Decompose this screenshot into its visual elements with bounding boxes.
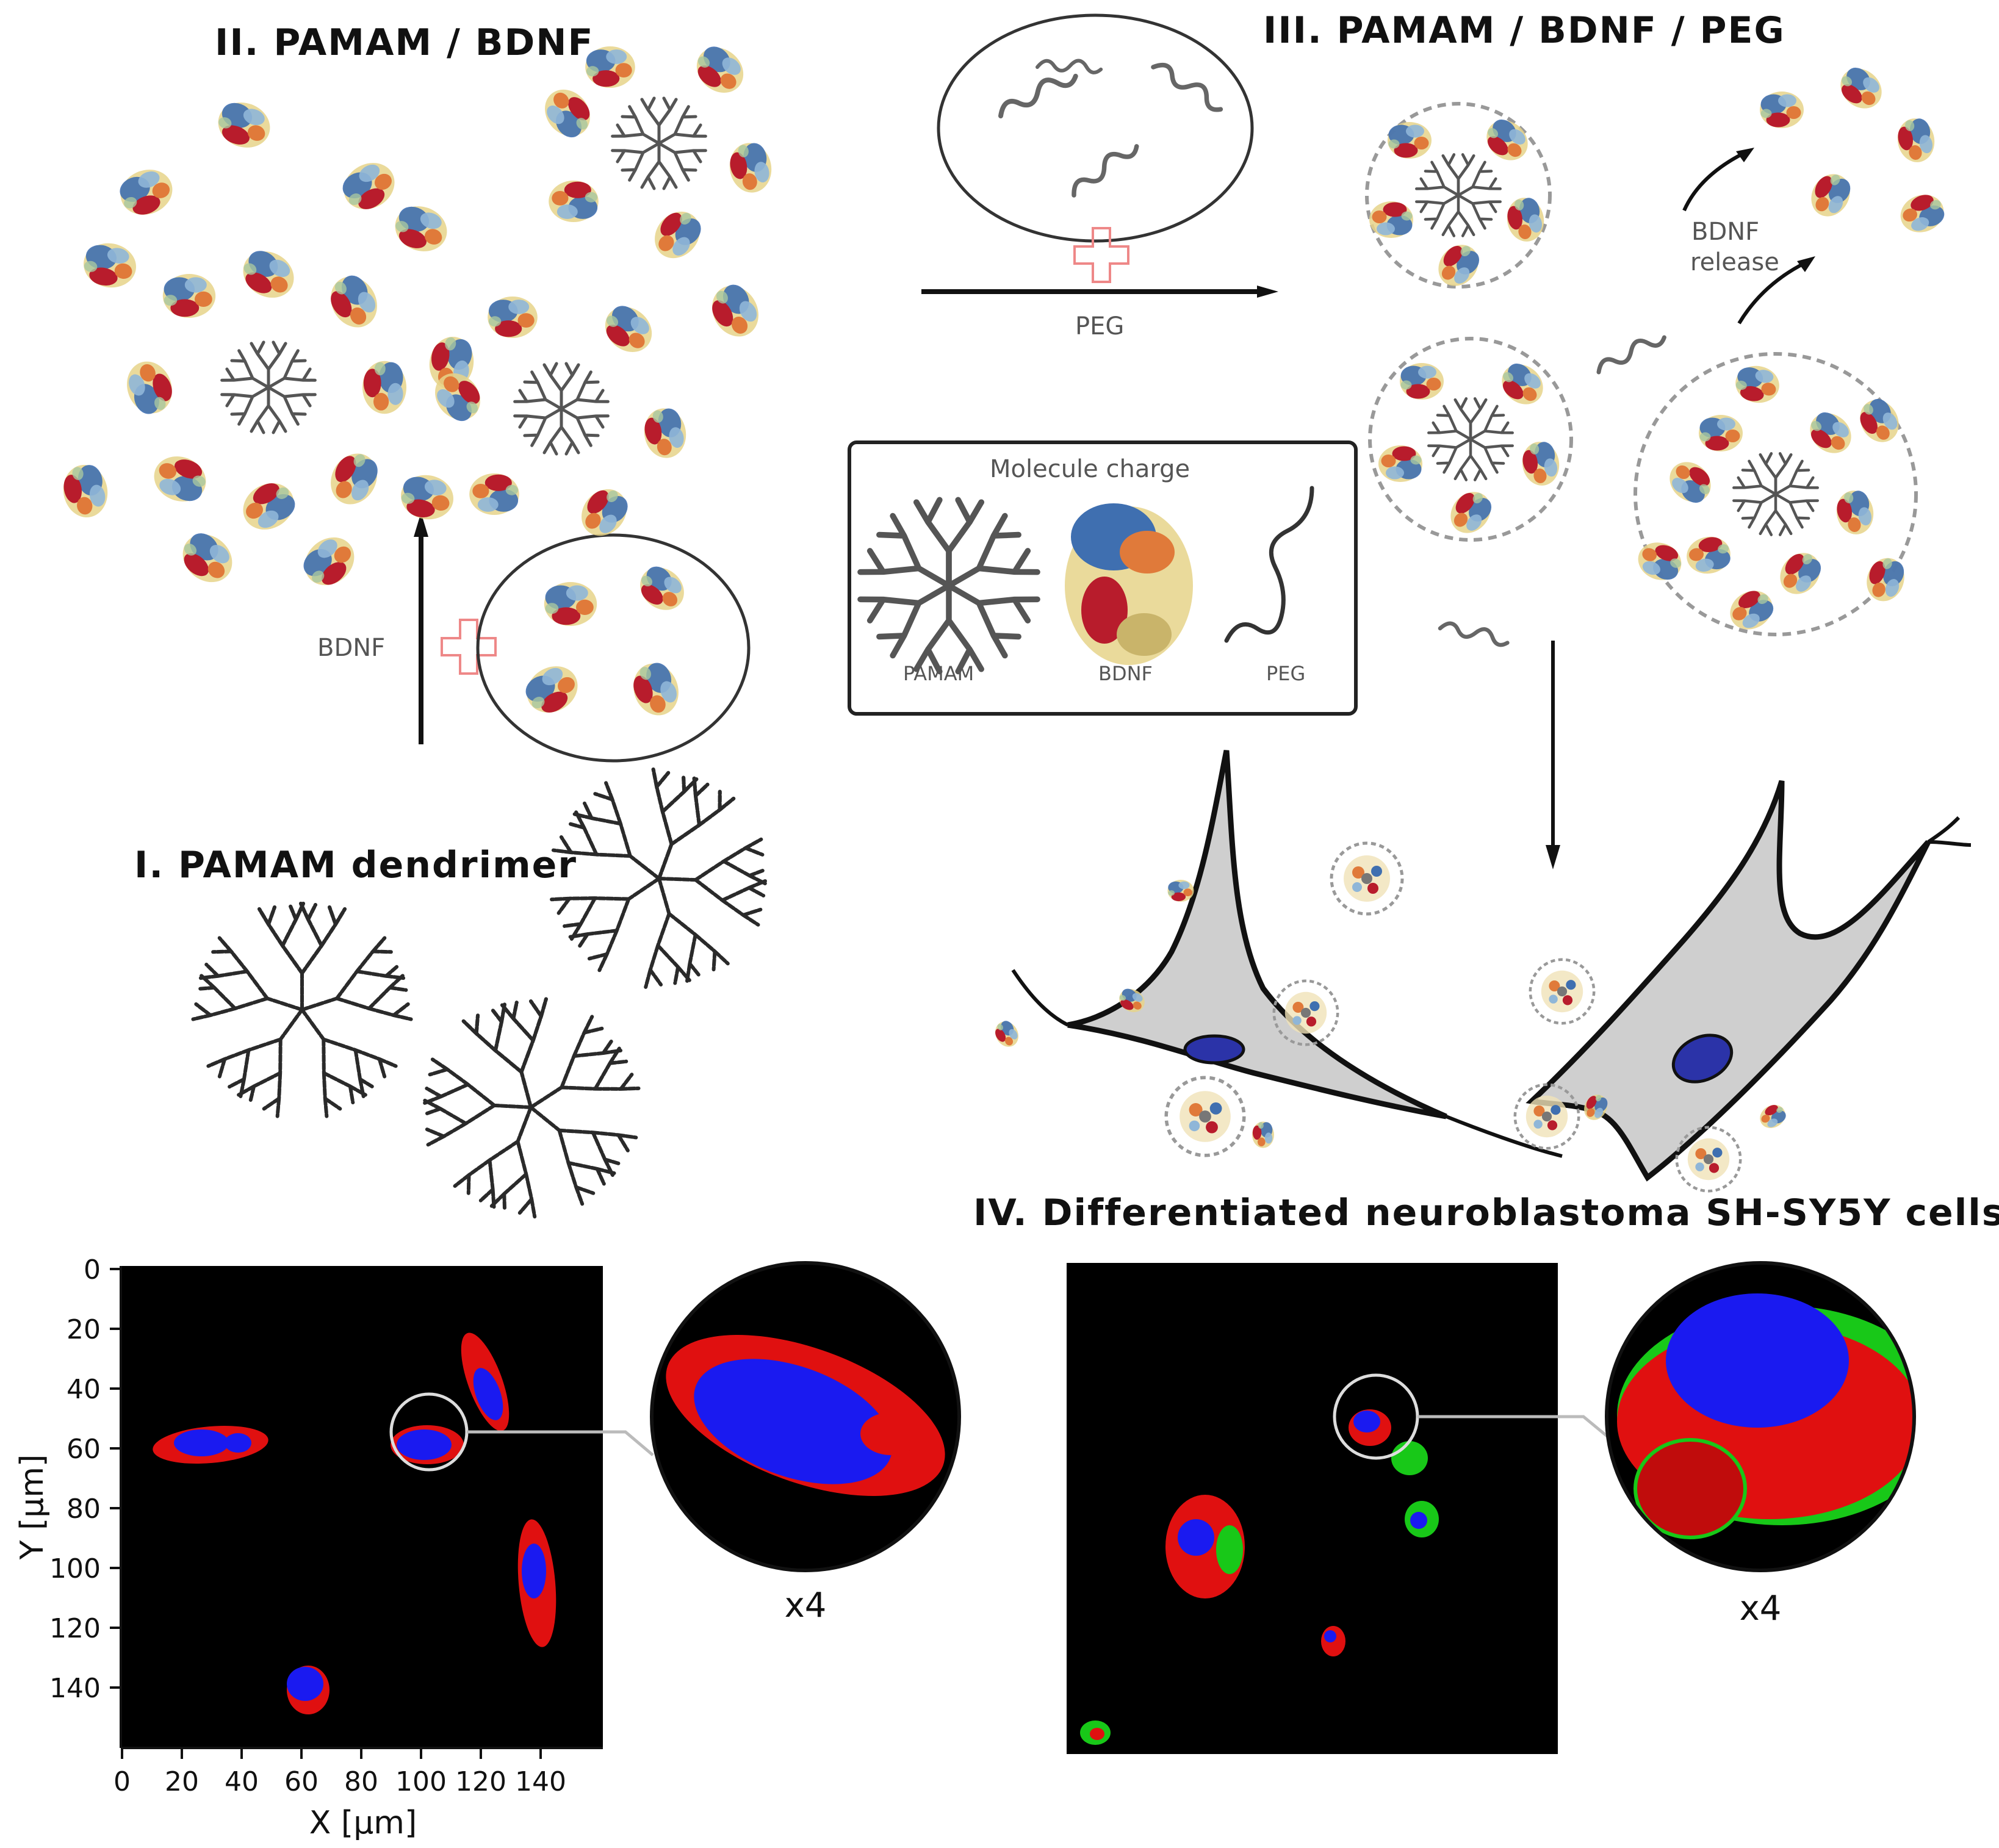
bdnf-addition-arrow: BDNF [317, 512, 751, 763]
y-tick-140: 140 [49, 1673, 101, 1704]
molecule-charge-heading: Molecule charge [990, 455, 1190, 483]
title-pamam-dendrimer: I. PAMAM dendrimer [134, 844, 577, 886]
y-tick-0: 0 [84, 1254, 101, 1285]
plus-icon [441, 619, 497, 675]
legend-peg-label: PEG [1266, 662, 1305, 685]
pamam-bdnf-peg-complexes: BDNF release [1365, 60, 1950, 652]
peg-addition-arrow: PEG [921, 13, 1278, 340]
title-differentiated-cells: IV. Differentiated neuroblastoma SH-SY5Y… [973, 1192, 1999, 1234]
y-tick-60: 60 [67, 1434, 101, 1465]
legend-pamam-label: PAMAM [903, 662, 974, 685]
x-tick-40: 40 [225, 1766, 259, 1797]
nucleus-left [1183, 1034, 1245, 1065]
zoom-factor-right: x4 [1740, 1589, 1782, 1628]
y-axis-ticks: 0 20 40 60 80 100 120 140 [49, 1254, 121, 1704]
y-tick-120: 120 [49, 1613, 101, 1644]
delivery-arrow [1546, 641, 1560, 869]
x-tick-0: 0 [113, 1766, 131, 1797]
bdnf-charge-structure [1065, 503, 1193, 665]
microscopy-left-panel: 0 20 40 60 80 100 120 140 0 20 40 60 80 … [14, 1254, 961, 1841]
x-tick-140: 140 [515, 1766, 566, 1797]
peg-arrow-label: PEG [1075, 312, 1124, 340]
x-tick-20: 20 [165, 1766, 199, 1797]
dendrimer-1 [188, 904, 416, 1121]
title-pamam-bdnf: II. PAMAM / BDNF [215, 21, 594, 64]
x-axis-ticks: 0 20 40 60 80 100 120 140 [113, 1748, 566, 1797]
y-tick-100: 100 [49, 1553, 101, 1584]
cell-right [1525, 780, 1931, 1182]
pamam-bdnf-complexes [59, 38, 776, 595]
bdnf-release-label-line2: release [1690, 248, 1779, 276]
y-tick-80: 80 [67, 1494, 101, 1525]
bdnf-reservoir-circle [476, 533, 751, 763]
y-tick-40: 40 [67, 1374, 101, 1405]
nucleus-right [1671, 1034, 1734, 1084]
dendrimer-3 [393, 976, 670, 1245]
zoom-circle-left [650, 1261, 961, 1572]
y-axis-label: Y [µm] [14, 1454, 51, 1561]
x-tick-100: 100 [395, 1766, 447, 1797]
bdnf-release-label-line1: BDNF [1691, 218, 1759, 246]
x-tick-120: 120 [455, 1766, 506, 1797]
x-tick-60: 60 [284, 1766, 319, 1797]
title-pamam-bdnf-peg: III. PAMAM / BDNF / PEG [1263, 9, 1785, 52]
peg-reservoir-circle [937, 13, 1254, 243]
zoom-circle-right [1605, 1261, 1916, 1572]
cell-left [1067, 750, 1447, 1120]
x-axis-label: X [µm] [309, 1805, 417, 1841]
molecule-charge-legend: Molecule charge PAMAM BDNF PEG [848, 440, 1358, 716]
legend-bdnf-label: BDNF [1098, 662, 1153, 685]
x-tick-80: 80 [344, 1766, 378, 1797]
pamam-dendrimer-group [188, 739, 802, 1244]
bdnf-arrow-label: BDNF [317, 634, 385, 662]
zoom-factor-left: x4 [785, 1586, 827, 1625]
y-tick-20: 20 [67, 1314, 101, 1345]
neuroblastoma-cells [990, 750, 1972, 1191]
microscopy-right-panel: x4 [1067, 1261, 1916, 1754]
plus-icon [1073, 227, 1129, 283]
